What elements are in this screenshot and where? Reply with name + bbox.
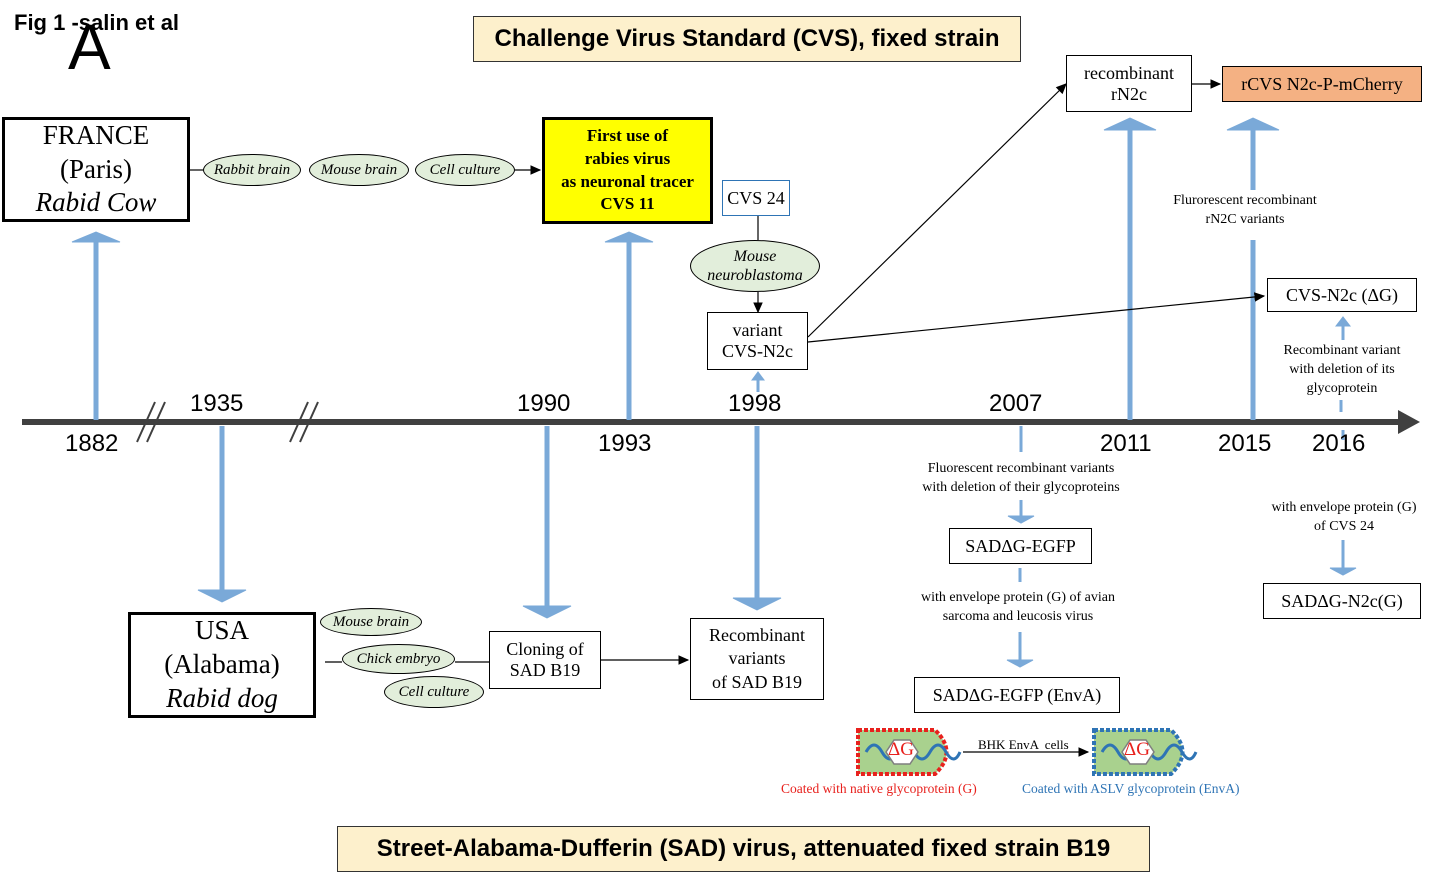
france-country: FRANCE xyxy=(42,119,150,150)
sad-dg-egfp-box: SADΔG-EGFP xyxy=(949,528,1092,564)
env-avian-line2: sarcoma and leucosis virus xyxy=(942,608,1094,624)
passage-mouse-brain: Mouse brain xyxy=(309,154,409,186)
env-cvs24-line1: with envelope protein (G) xyxy=(1271,500,1417,515)
sad-passage-mouse-brain: Mouse brain xyxy=(320,608,422,636)
france-city: (Paris) xyxy=(60,153,132,184)
year-1935: 1935 xyxy=(190,390,244,417)
sad-dg-egfp-enva-box: SADΔG-EGFP (EnvA) xyxy=(914,677,1120,713)
fluor-rn2c-line1: Flurorescent recombinant xyxy=(1173,193,1317,208)
year-1882: 1882 xyxy=(65,430,119,457)
timeline-break xyxy=(299,401,319,443)
first-use-line4: CVS 11 xyxy=(600,194,655,214)
origin-france-box: FRANCE (Paris) Rabid Cow xyxy=(2,117,190,222)
passage-rabbit-brain: Rabbit brain xyxy=(203,154,301,186)
rcvs-mcherry-box: rCVS N2c-P-mCherry xyxy=(1222,66,1422,102)
variant-line1: variant xyxy=(732,320,783,341)
rvs-line2: variants xyxy=(728,648,786,669)
timeline-break xyxy=(289,401,309,443)
native-glycoprotein-caption: Coated with native glycoprotein (G) xyxy=(781,781,977,796)
year-1993: 1993 xyxy=(598,430,652,457)
origin-usa-box: USA (Alabama) Rabid dog xyxy=(128,612,316,718)
cloning-sad-b19-box: Cloning of SAD B19 xyxy=(489,631,601,689)
arrow-variant-to-rn2c xyxy=(807,83,1067,338)
rv-line2: with deletion of its xyxy=(1289,361,1395,377)
recombinant-rn2c-box: recombinant rN2c xyxy=(1066,55,1192,112)
aslv-glycoprotein-caption: Coated with ASLV glycoprotein (EnvA) xyxy=(1022,781,1240,796)
fluor2007-line2: with deletion of their glycoproteins xyxy=(922,479,1120,495)
virion-native xyxy=(856,728,962,776)
passage-cell-culture: Cell culture xyxy=(415,154,515,186)
envelope-cvs24-note: with envelope protein (G) of CVS 24 xyxy=(1254,499,1432,537)
timeline-break xyxy=(136,401,156,443)
year-1998: 1998 xyxy=(728,390,782,417)
first-use-line3: as neuronal tracer xyxy=(561,171,694,191)
cloning-line2: SAD B19 xyxy=(509,660,581,680)
year-2015: 2015 xyxy=(1218,430,1272,457)
rvs-line3: of SAD B19 xyxy=(711,671,802,692)
rv-line3: glycoprotein xyxy=(1306,380,1378,396)
timeline-break xyxy=(146,401,166,443)
env-cvs24-line2: of CVS 24 xyxy=(1314,518,1374,534)
bhk-enva-label: BHK EnvA cells xyxy=(978,737,1069,752)
cloning-line1: Cloning of xyxy=(506,639,584,660)
first-use-line2: rabies virus xyxy=(584,148,671,168)
envelope-avian-note: with envelope protein (G) of avian sarco… xyxy=(890,589,1146,627)
sad-dg-n2c-box: SADΔG-N2c(G) xyxy=(1263,583,1421,619)
banner-sad: Street-Alabama-Dufferin (SAD) virus, att… xyxy=(337,826,1150,872)
variant-line2: CVS-N2c xyxy=(722,341,793,361)
usa-source: Rabid dog xyxy=(166,682,278,713)
first-use-line1: First use of xyxy=(586,125,669,145)
banner-cvs: Challenge Virus Standard (CVS), fixed st… xyxy=(473,16,1021,62)
rv-line1: Recombinant variant xyxy=(1283,343,1401,358)
mouse-neuro-line1: Mouse xyxy=(733,247,777,265)
env-avian-line1: with envelope protein (G) of avian xyxy=(921,590,1115,605)
arrow-variant-to-dg xyxy=(807,292,1266,343)
cvs-n2c-dg-box: CVS-N2c (ΔG) xyxy=(1267,278,1417,312)
usa-state: (Alabama) xyxy=(164,649,280,680)
recombinant-variant-note: Recombinant variant with deletion of its… xyxy=(1260,342,1424,399)
year-2011: 2011 xyxy=(1100,430,1152,457)
recombinant-variants-sad-box: Recombinant variants of SAD B19 xyxy=(690,618,824,700)
mouse-neuro-line2: neuroblastoma xyxy=(707,267,803,284)
rvs-line1: Recombinant xyxy=(709,624,805,645)
fluor-rn2c-line2: rN2C variants xyxy=(1205,211,1285,227)
fluor2007-line1: Fluorescent recombinant variants xyxy=(927,461,1115,476)
virion-enva-delta-g: ΔG xyxy=(1124,739,1150,760)
virion-native-delta-g: ΔG xyxy=(888,739,914,760)
mouse-neuroblastoma-ellipse: Mouse neuroblastoma xyxy=(690,240,820,292)
timeline-arrowhead xyxy=(1398,410,1420,434)
france-source: Rabid Cow xyxy=(35,187,157,218)
rn2c-line2: rN2c xyxy=(1111,83,1147,104)
cvs24-box: CVS 24 xyxy=(722,180,790,216)
year-2016: 2016 xyxy=(1312,430,1366,457)
usa-country: USA xyxy=(194,615,249,646)
variant-cvs-n2c-box: variant CVS-N2c xyxy=(707,312,808,370)
year-1990: 1990 xyxy=(517,390,571,417)
sad-passage-chick-embryo: Chick embryo xyxy=(342,644,455,674)
panel-letter: A xyxy=(68,11,111,83)
sad-passage-cell-culture: Cell culture xyxy=(384,676,484,708)
figure-label: Fig 1 -salin et al xyxy=(14,10,180,35)
fluorescent-2007-note: Fluorescent recombinant variants with de… xyxy=(890,460,1152,498)
fluorescent-rn2c-note: Flurorescent recombinant rN2C variants xyxy=(1150,192,1340,230)
first-use-tracer-box: First use of rabies virus as neuronal tr… xyxy=(542,117,713,224)
year-2007: 2007 xyxy=(989,390,1043,417)
virion-enva xyxy=(1092,728,1198,776)
rn2c-line1: recombinant xyxy=(1084,62,1174,83)
